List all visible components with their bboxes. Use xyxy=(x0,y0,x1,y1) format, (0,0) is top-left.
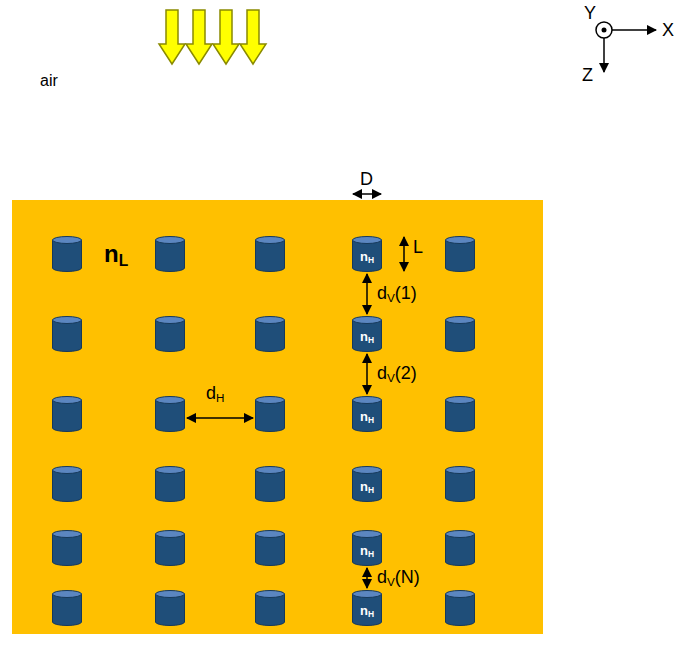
spacing-label: dV(1) xyxy=(377,284,417,304)
connectors xyxy=(12,200,543,634)
high-index-rod: nH xyxy=(352,466,382,502)
medium-index: nL xyxy=(104,242,128,266)
dimension-label: L xyxy=(413,238,423,258)
rod-index: nH xyxy=(360,246,374,263)
medium-label: air xyxy=(40,72,58,90)
light-arrows xyxy=(159,10,266,64)
spacing-label: dV(N) xyxy=(377,568,420,588)
spacing-arrow xyxy=(366,568,368,588)
dimension-label: D xyxy=(360,170,373,190)
rod-index: nH xyxy=(360,600,374,617)
dimension-arrow xyxy=(353,193,381,195)
spacing-arrow xyxy=(366,274,368,314)
high-index-rod: nH xyxy=(352,396,382,432)
high-index-rod: nH xyxy=(352,530,382,566)
rod-index: nH xyxy=(360,476,374,493)
rod-index: nH xyxy=(360,540,374,557)
low-index-medium: nL nH nH nH nH nH nH dV(1) dV(2) dV(N) xyxy=(12,200,543,634)
spacing-arrow xyxy=(366,354,368,394)
dimension-label: dH xyxy=(206,384,224,404)
axis-label: Y xyxy=(584,4,596,24)
high-index-rod: nH xyxy=(352,316,382,352)
high-index-rod: nH xyxy=(352,236,382,272)
high-index-rod: nH xyxy=(352,590,382,626)
rod-index: nH xyxy=(360,326,374,343)
axis-label: X xyxy=(662,21,674,41)
axis-label: Z xyxy=(582,66,593,86)
spacing-label: dV(2) xyxy=(377,364,417,384)
rod-array xyxy=(12,200,543,634)
rod-index: nH xyxy=(360,406,374,423)
axes xyxy=(596,22,656,72)
